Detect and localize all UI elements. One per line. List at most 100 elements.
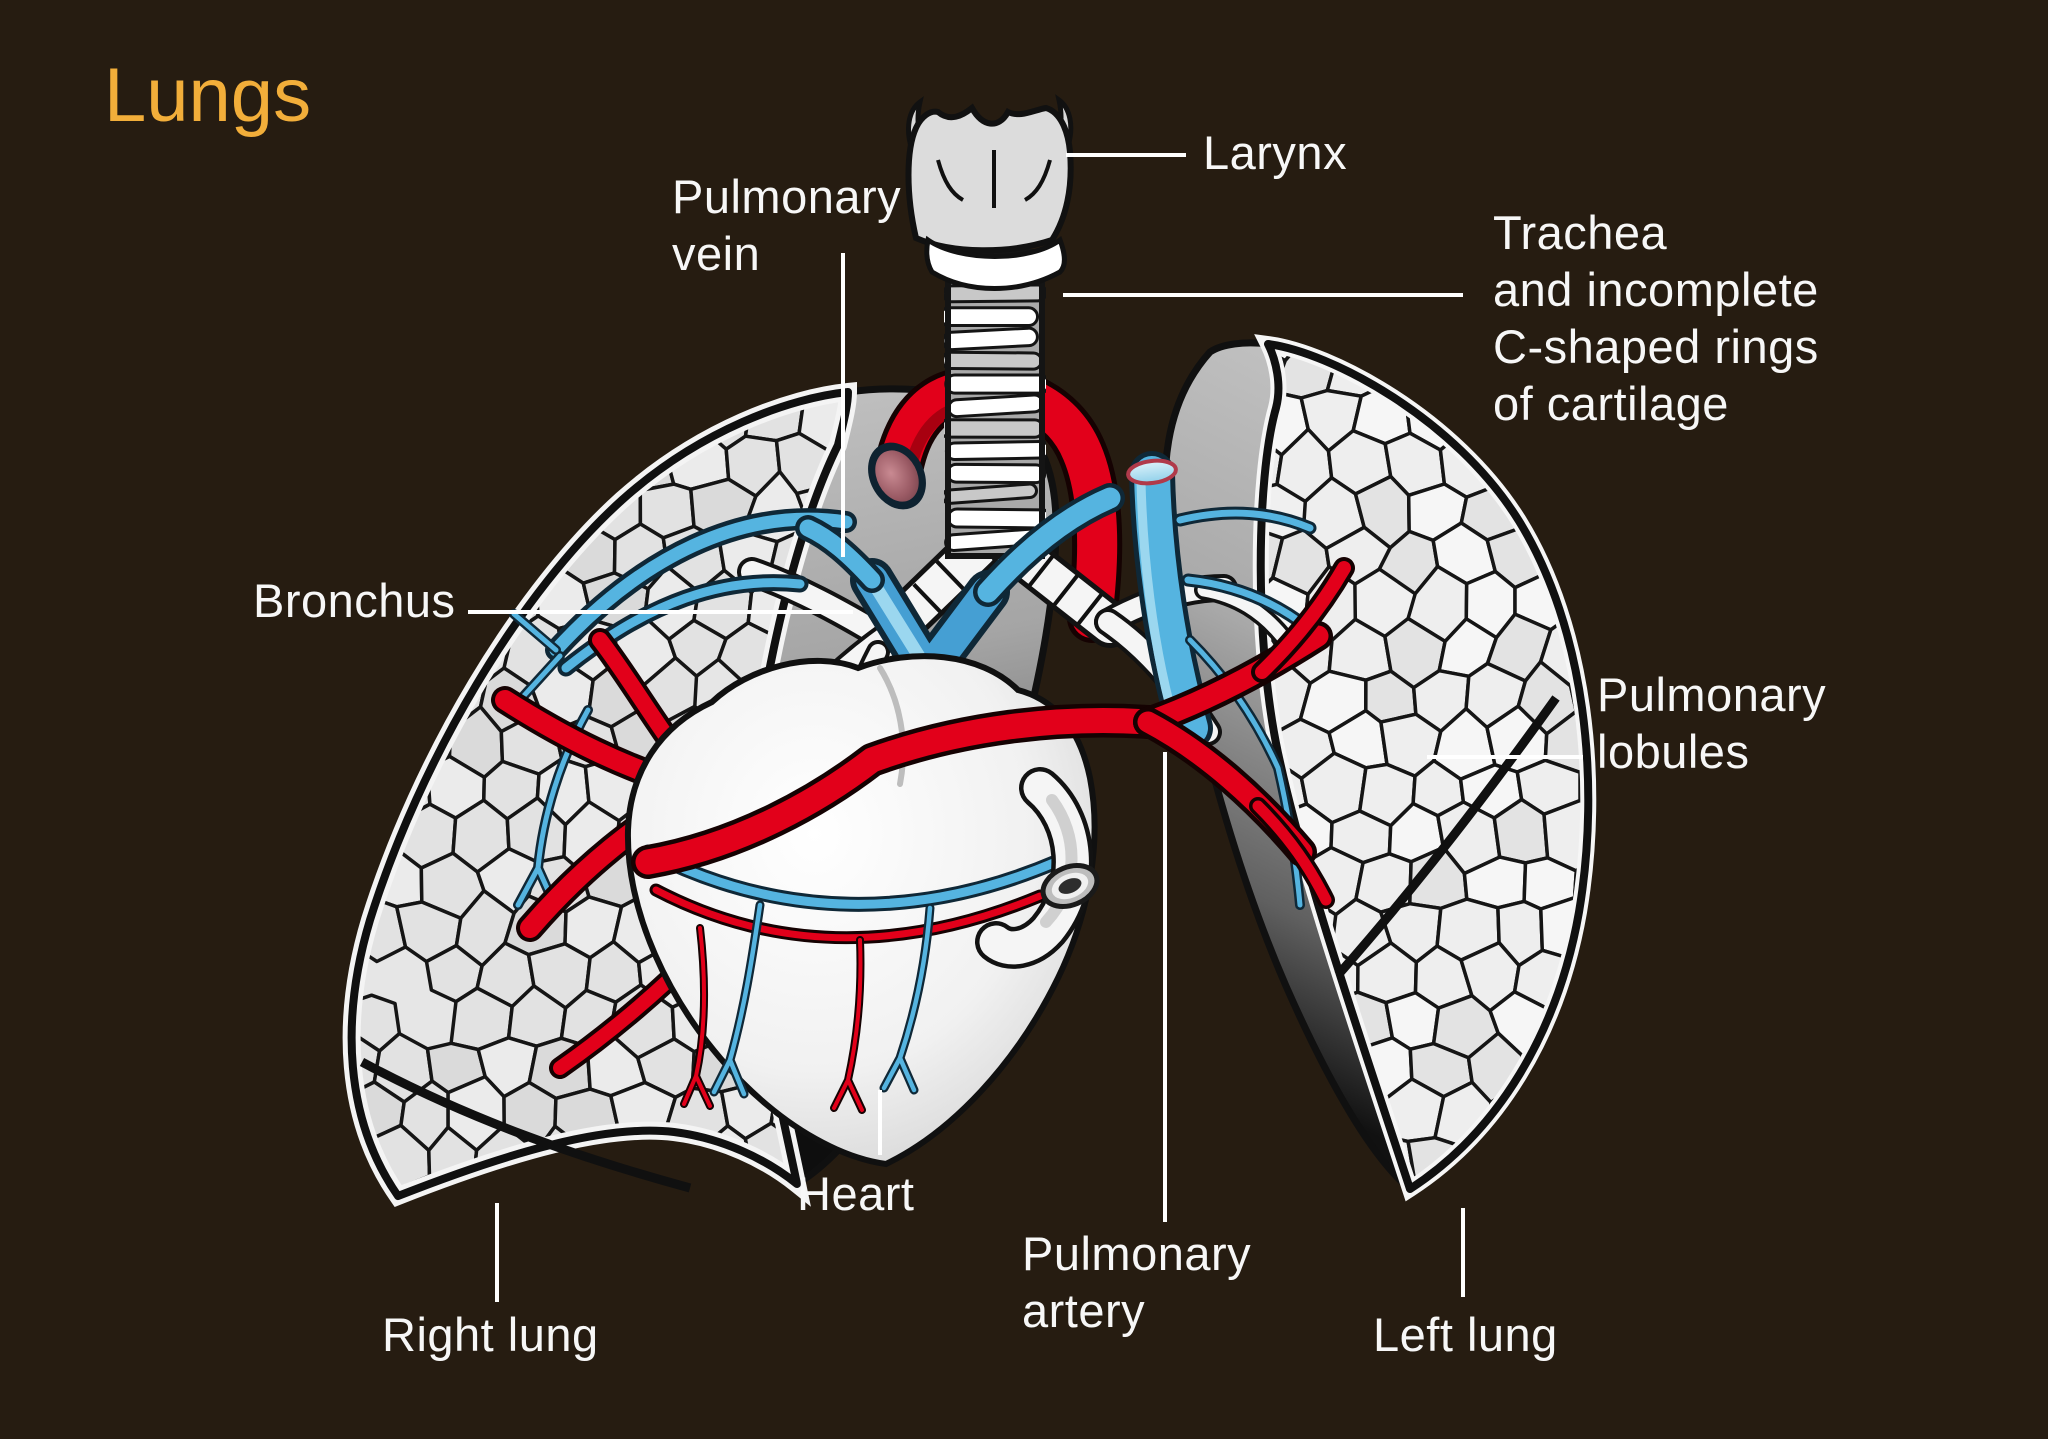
lobule-cell <box>1572 848 1589 920</box>
lobule-cell <box>367 665 430 725</box>
lobule-cell <box>1202 1044 1254 1098</box>
svc-cut-end <box>1126 458 1178 486</box>
lobule-cell <box>1352 344 1410 357</box>
lobule-cell <box>1488 1182 1546 1189</box>
lobule-cell <box>1596 1078 1657 1152</box>
lobule-cell <box>447 392 510 408</box>
lobule-cell <box>536 392 597 452</box>
lobule-cell <box>472 392 543 448</box>
lobule-cell <box>456 517 509 594</box>
lobule-cell <box>1601 810 1658 864</box>
larynx <box>905 94 1074 291</box>
left-auricle <box>975 767 1094 969</box>
trachea-ring <box>944 418 1045 439</box>
lobule-cell <box>351 392 402 399</box>
lobule-cell <box>1627 578 1686 632</box>
trachea-ring <box>945 462 1046 485</box>
trachea-ring <box>944 350 1043 371</box>
lobule-cell <box>534 483 589 540</box>
trachea-ring <box>944 439 1046 462</box>
lobule-cell <box>608 392 668 408</box>
lobule-cell <box>562 1171 616 1196</box>
lobule-cell <box>351 898 354 960</box>
lobule-cell <box>351 474 379 538</box>
lobule-cell <box>1517 1123 1581 1189</box>
lobule-cell <box>1201 944 1257 1001</box>
lobule-cell <box>1568 1129 1589 1189</box>
lobule-cell <box>396 423 461 499</box>
lobule-cell <box>1600 436 1658 502</box>
lobule-cell <box>1304 1124 1364 1189</box>
trachea-ring <box>944 326 1039 352</box>
larynx-detail-lines <box>936 150 1052 208</box>
label-left-lung: Left lung <box>1373 1308 1558 1361</box>
heart <box>624 653 1098 1168</box>
lobule-cell <box>351 436 401 494</box>
lobule-cell <box>719 392 781 399</box>
trachea-ring <box>944 482 1038 505</box>
page-title: Lungs <box>104 53 312 138</box>
lobule-cell <box>1435 344 1499 404</box>
label-pulmonary-artery: Pulmonary artery <box>1022 1227 1252 1337</box>
lobule-cell <box>1625 856 1687 916</box>
cricoid-cartilage <box>924 235 1067 291</box>
lobule-cell <box>288 799 346 860</box>
label-right-lung: Right lung <box>382 1308 599 1361</box>
lobule-cell <box>291 345 345 401</box>
lobule-cell <box>371 480 425 542</box>
lobule-cell <box>1260 1076 1280 1151</box>
cut-vessel-ring <box>1040 862 1100 910</box>
lobule-cell <box>351 424 355 499</box>
lobule-cell <box>1623 475 1688 537</box>
lobule-cell <box>351 705 409 780</box>
lobule-cell <box>351 618 399 686</box>
lobule-cell <box>581 392 649 456</box>
trachea <box>944 249 1046 559</box>
lobule-cell <box>664 1179 727 1196</box>
lobule-cell <box>351 392 378 451</box>
lobule-cell <box>449 432 513 493</box>
lobule-cell <box>553 392 622 408</box>
trachea-ring <box>944 306 1040 327</box>
lobule-cell <box>351 1087 353 1149</box>
lobule-cell <box>553 423 623 490</box>
heart-lobe-crease <box>877 665 907 787</box>
lobule-cell <box>1567 476 1589 548</box>
lobule-cell <box>608 1173 671 1196</box>
thyroid-cartilage <box>905 103 1074 254</box>
lobule-cell <box>1569 1033 1589 1096</box>
lobule-cell <box>1548 1078 1589 1150</box>
label-trachea: Trachea and incomplete C-shaped rings of… <box>1493 206 1819 430</box>
lobule-cell <box>504 1171 567 1196</box>
lobule-cell <box>1271 1086 1340 1143</box>
lobule-cell <box>426 392 488 457</box>
pulmonary-artery-trunk <box>631 557 1355 909</box>
right-lung-fissure <box>359 1058 692 1193</box>
lobule-cell <box>1600 996 1652 1050</box>
lobule-cell <box>1260 983 1282 1050</box>
trachea-ring <box>946 507 1046 530</box>
aorta-cut-end <box>868 442 926 510</box>
lobule-cell <box>1325 1181 1387 1189</box>
lobule-cell <box>454 1170 511 1196</box>
lobule-cell <box>1571 571 1589 635</box>
label-pulmonary-lobules: Pulmonary lobules <box>1597 668 1827 778</box>
lobule-cell <box>351 658 380 724</box>
lobule-cell <box>294 715 346 772</box>
lobule-cell <box>719 1179 781 1196</box>
coronary-vessels <box>640 844 1064 1114</box>
lobule-cell <box>1541 426 1589 493</box>
label-heart: Heart <box>797 1167 915 1220</box>
lobule-cell <box>1567 947 1589 1012</box>
lobule-cell <box>1539 1179 1589 1189</box>
trachea-ring <box>944 373 1046 395</box>
lobule-cell <box>477 477 542 537</box>
lobule-cell <box>508 426 561 503</box>
lobule-cell <box>398 392 455 403</box>
lobule-cell <box>351 987 353 1050</box>
label-bronchus: Bronchus <box>253 574 456 627</box>
leader-lines <box>468 153 1583 1302</box>
lobule-cell <box>1435 1169 1498 1189</box>
